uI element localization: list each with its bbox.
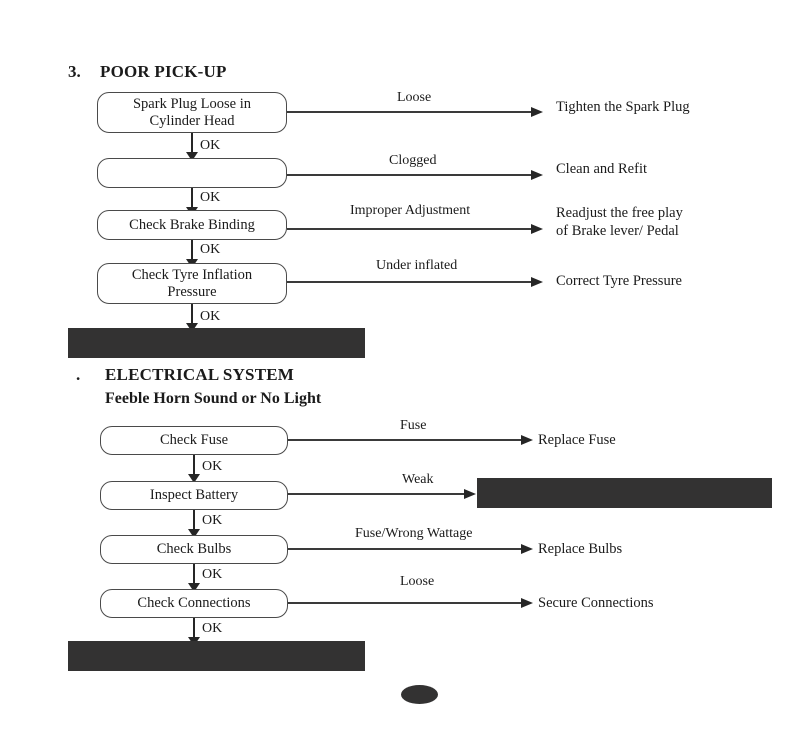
flow-node-inspect-battery-line1: Inspect Battery xyxy=(149,487,239,504)
outcome-secure-connections: Secure Connections xyxy=(538,595,654,611)
branch-arrow-clogged xyxy=(287,170,543,180)
branch-arrow-fuse xyxy=(288,435,533,445)
section-number-poor-pickup: 3. xyxy=(68,62,81,81)
outcome-replace-bulbs: Replace Bulbs xyxy=(538,541,623,557)
flow-node-check-fuse-line1: Check Fuse xyxy=(159,432,229,449)
outcome-correct-tyre-pressure: Correct Tyre Pressure xyxy=(556,273,682,289)
outcome-replace-fuse: Replace Fuse xyxy=(538,432,616,448)
section-title-poor-pickup: POOR PICK-UP xyxy=(100,62,227,81)
flow-node-spark-plug-line2: Cylinder Head xyxy=(149,112,235,129)
ok-label-2: OK xyxy=(200,190,221,205)
outcome-clean-and-refit: Clean and Refit xyxy=(556,161,648,177)
branch-label-clogged: Clogged xyxy=(389,153,437,168)
down-arrow-e3 xyxy=(187,564,201,592)
flow-node-check-bulbs-line1: Check Bulbs xyxy=(156,541,232,558)
redaction-bar-electrical xyxy=(68,641,365,671)
branch-label-weak: Weak xyxy=(402,472,434,487)
branch-label-loose: Loose xyxy=(397,90,432,105)
branch-arrow-improper-adjustment xyxy=(287,224,543,234)
section-subtitle-electrical: Feeble Horn Sound or No Light xyxy=(105,390,322,407)
branch-arrow-loose-connections xyxy=(288,598,533,608)
down-arrow-4 xyxy=(185,304,199,332)
ok-label-e4: OK xyxy=(202,621,223,636)
section-number-electrical: . xyxy=(76,365,81,384)
ok-label-4: OK xyxy=(200,309,221,324)
ok-label-e3: OK xyxy=(202,567,223,582)
branch-label-under-inflated: Under inflated xyxy=(376,258,458,273)
redaction-bar-poor-pickup xyxy=(68,328,365,358)
ok-label-e1: OK xyxy=(202,459,223,474)
redaction-oval-page-number xyxy=(401,685,438,704)
ok-label-1: OK xyxy=(200,138,221,153)
flow-node-check-brake-binding[interactable]: Check Brake Binding xyxy=(97,210,287,240)
branch-arrow-loose xyxy=(287,107,543,117)
down-arrow-e1 xyxy=(187,455,201,483)
ok-label-3: OK xyxy=(200,242,221,257)
branch-label-fuse-wrong-wattage: Fuse/Wrong Wattage xyxy=(355,526,473,541)
flow-node-check-fuse[interactable]: Check Fuse xyxy=(100,426,288,455)
outcome-readjust-free-play-line1: Readjust the free play xyxy=(556,205,683,221)
flow-node-spark-plug-line1: Spark Plug Loose in xyxy=(132,95,251,112)
flow-node-check-tyre-inflation[interactable]: Check Tyre Inflation Pressure xyxy=(97,263,287,304)
flow-node-check-connections[interactable]: Check Connections xyxy=(100,589,288,618)
flow-node-blank[interactable] xyxy=(97,158,287,188)
ok-label-e2: OK xyxy=(202,513,223,528)
branch-label-fuse: Fuse xyxy=(400,418,427,433)
branch-arrow-weak xyxy=(288,489,476,499)
flow-node-check-tyre-inflation-line1: Check Tyre Inflation xyxy=(131,266,253,283)
branch-label-improper-adjustment: Improper Adjustment xyxy=(350,203,471,218)
outcome-tighten-spark-plug: Tighten the Spark Plug xyxy=(556,99,690,115)
flow-node-spark-plug[interactable]: Spark Plug Loose in Cylinder Head xyxy=(97,92,287,133)
outcome-readjust-free-play-line2: of Brake lever/ Pedal xyxy=(556,223,679,239)
flow-node-check-brake-binding-line1: Check Brake Binding xyxy=(129,216,255,233)
flow-node-inspect-battery[interactable]: Inspect Battery xyxy=(100,481,288,510)
branch-arrow-fuse-wrong-wattage xyxy=(288,544,533,554)
section-title-electrical: ELECTRICAL SYSTEM xyxy=(105,365,295,384)
down-arrow-1 xyxy=(185,133,199,161)
branch-label-loose-connections: Loose xyxy=(400,574,435,589)
flow-node-check-connections-line1: Check Connections xyxy=(137,595,251,612)
down-arrow-e2 xyxy=(187,510,201,538)
flow-node-check-tyre-inflation-line2: Pressure xyxy=(167,283,217,300)
branch-arrow-under-inflated xyxy=(287,277,543,287)
redaction-bar-weak-outcome xyxy=(477,478,772,508)
flow-node-check-bulbs[interactable]: Check Bulbs xyxy=(100,535,288,564)
